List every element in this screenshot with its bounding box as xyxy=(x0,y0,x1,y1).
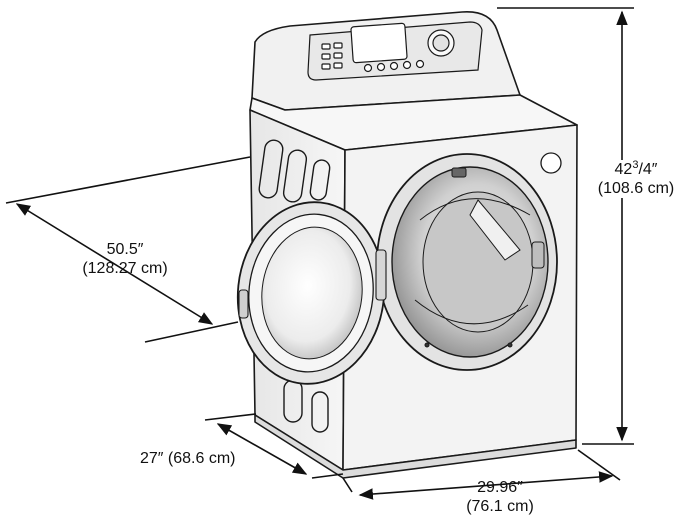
open-door xyxy=(236,201,387,385)
door-latch xyxy=(531,241,545,269)
depth-open-value: 50.5″ xyxy=(106,241,144,258)
lint-indicator xyxy=(451,167,467,178)
panel-buttons xyxy=(321,42,425,73)
width-extension-left xyxy=(342,477,353,493)
width-extension-right xyxy=(577,449,621,481)
depth-open-extension-top xyxy=(5,156,251,204)
height-frac-den: 4″ xyxy=(642,161,658,178)
front-badge xyxy=(540,152,562,174)
height-value: 423/4″ xyxy=(614,159,658,179)
door-handle xyxy=(238,289,249,319)
door-hinge-screw xyxy=(424,342,430,348)
depth-extension-left xyxy=(204,413,257,421)
depth-open-label: 50.5″ (128.27 cm) xyxy=(60,240,190,278)
dimension-lines xyxy=(5,7,634,500)
height-label: 423/4″ (108.6 cm) xyxy=(580,160,692,198)
width-metric: (76.1 cm) xyxy=(466,498,534,515)
width-value: 29.96″ xyxy=(477,479,523,496)
base-kick xyxy=(254,414,577,479)
depth-open-extension-bottom xyxy=(144,321,239,343)
depth-extension-right xyxy=(311,473,344,479)
drum-opening xyxy=(376,153,558,371)
height-whole: 42 xyxy=(614,161,633,178)
width-dimension-line xyxy=(358,471,614,500)
control-panel xyxy=(307,21,483,81)
door-hinge xyxy=(375,249,387,301)
height-frac-num: 3 xyxy=(632,159,639,171)
depth-dimension-line xyxy=(216,423,308,475)
display-screen xyxy=(350,22,408,64)
depth-open-metric: (128.27 cm) xyxy=(82,260,168,277)
depth-open-dimension-line xyxy=(15,203,214,325)
height-metric: (108.6 cm) xyxy=(597,180,675,197)
width-label: 29.96″ (76.1 cm) xyxy=(440,478,560,516)
depth-label: 27″ (68.6 cm) xyxy=(140,450,236,467)
